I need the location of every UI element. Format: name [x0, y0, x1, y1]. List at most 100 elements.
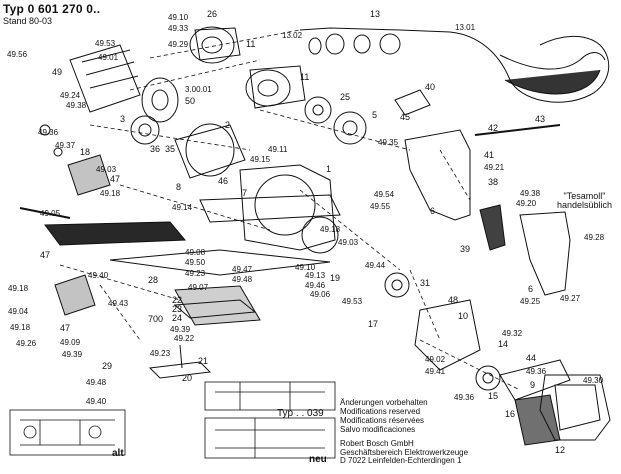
part-number-label: 50: [185, 96, 195, 106]
part-number-label: 49.28: [584, 233, 605, 242]
base-plate-assembly: [109, 249, 331, 379]
part-number-label: 24: [172, 313, 182, 323]
part-number-label: 49.07: [188, 283, 209, 292]
part-number-label: 6: [528, 284, 533, 294]
part-number-label: 49.03: [96, 165, 117, 174]
part-number-label: 44: [526, 353, 536, 363]
company-address: Robert Bosch GmbH Geschäftsbereich Elekt…: [340, 439, 468, 466]
part-number-label: 16: [505, 409, 515, 419]
part-number-label: 35: [165, 144, 175, 154]
part-number-label: 40: [425, 82, 435, 92]
part-number-label: 49.14: [172, 203, 193, 212]
part-number-label: 49.39: [62, 350, 83, 359]
part-number-label: 49.18: [8, 284, 29, 293]
part-number-label: 18: [80, 147, 90, 157]
part-number-label: 45: [400, 112, 410, 122]
part-number-label: 1: [326, 164, 331, 174]
part-number-label: 47: [60, 323, 70, 333]
main-housing: [199, 164, 341, 254]
part-number-label: 23: [172, 304, 182, 314]
part-number-label: 49.55: [370, 202, 391, 211]
part-number-label: 42: [488, 123, 498, 133]
part-number-label: 14: [498, 339, 508, 349]
part-number-label: 49.56: [7, 50, 28, 59]
part-number-label: 49.39: [170, 325, 191, 334]
part-number-label: 49.26: [16, 339, 37, 348]
part-number-label: 9: [530, 380, 535, 390]
part-number-label: 49.37: [55, 141, 76, 150]
part-number-label: 49.43: [108, 299, 129, 308]
part-number-label: 49.15: [250, 155, 271, 164]
part-number-label: 47: [40, 250, 50, 260]
part-number-label: 49.03: [338, 238, 359, 247]
part-number-label: 49.21: [484, 163, 505, 172]
part-number-label: 49.50: [185, 258, 206, 267]
armature-and-field: [69, 44, 246, 179]
part-number-label: 22: [172, 295, 182, 305]
part-number-label: 700: [148, 314, 163, 324]
company-line: Robert Bosch GmbH: [340, 439, 414, 448]
part-number-label: 36: [150, 144, 160, 154]
part-number-label: 46: [218, 176, 228, 186]
part-number-label: 13: [370, 9, 380, 19]
part-number-label: 49.27: [560, 294, 581, 303]
part-number-label: 49.05: [40, 209, 61, 218]
dust-hose-assembly: [299, 27, 610, 103]
part-number-label: 49.24: [60, 91, 81, 100]
note-line: Modifications reserved: [340, 407, 421, 416]
part-number-label: 12: [555, 445, 565, 455]
part-number-label: 49.38: [520, 189, 541, 198]
revision-stand: Stand 80-03: [3, 16, 53, 26]
part-number-label: 49.40: [86, 397, 107, 406]
part-number-label: 49.54: [374, 190, 395, 199]
part-number-label: 41: [484, 150, 494, 160]
part-number-label: 3.00.01: [185, 85, 212, 94]
part-number-label: 2: [225, 120, 230, 130]
part-number-label: 49.53: [342, 297, 363, 306]
part-number-label: 49.29: [168, 40, 189, 49]
part-number-label: 28: [148, 275, 158, 285]
part-number-label: 31: [420, 278, 430, 288]
part-number-label: 49.30: [583, 376, 604, 385]
part-number-label: 26: [207, 9, 217, 19]
part-number-label: 49.04: [8, 307, 29, 316]
part-number-label: 49.36: [454, 393, 475, 402]
part-number-label: 49.11: [268, 145, 288, 154]
part-number-label: 49.18: [100, 189, 121, 198]
part-number-label: 49.48: [232, 275, 253, 284]
circuit-label-old: alt: [112, 448, 124, 459]
part-number-label: 49.06: [310, 290, 331, 299]
part-number-label: 48: [448, 295, 458, 305]
part-number-label: 49.47: [232, 265, 253, 274]
part-number-label: 49.33: [168, 24, 189, 33]
part-number-label: 49.35: [378, 138, 399, 147]
part-number-label: 13.01: [455, 23, 476, 32]
part-number-label: 11: [246, 39, 255, 49]
part-number-label: 13.02: [282, 31, 303, 40]
part-number-label: 49.38: [66, 101, 87, 110]
assembly-guide-lines: [59, 29, 521, 391]
tesamoll-note: "Tesamoll" handelsüblich: [556, 191, 613, 210]
part-number-label: 49.01: [98, 53, 119, 62]
type-number: Typ 0 601 270 0..: [3, 2, 101, 16]
part-number-label: 10: [458, 311, 468, 321]
drawing-header: Typ 0 601 270 0.. Stand 80-03: [3, 2, 100, 26]
part-number-label: 49.48: [86, 378, 107, 387]
part-number-label: 49.41: [425, 367, 446, 376]
part-number-label: 29: [102, 361, 112, 371]
type-reference: Typ . . 039: [277, 408, 324, 419]
part-number-label: 8: [176, 182, 181, 192]
part-number-label: 20: [182, 373, 192, 383]
part-number-label: 49.08: [185, 248, 206, 257]
gear-housing: [384, 272, 571, 401]
part-number-label: 49.46: [305, 281, 326, 290]
part-number-label: 49.25: [520, 297, 541, 306]
note-line: Änderungen vorbehalten: [340, 398, 428, 407]
part-number-label: 43: [535, 114, 545, 124]
part-number-label: 3: [120, 114, 125, 124]
drive-rollers: [39, 124, 111, 316]
part-number-label: 47: [110, 174, 120, 184]
part-number-label: 21: [198, 356, 208, 366]
